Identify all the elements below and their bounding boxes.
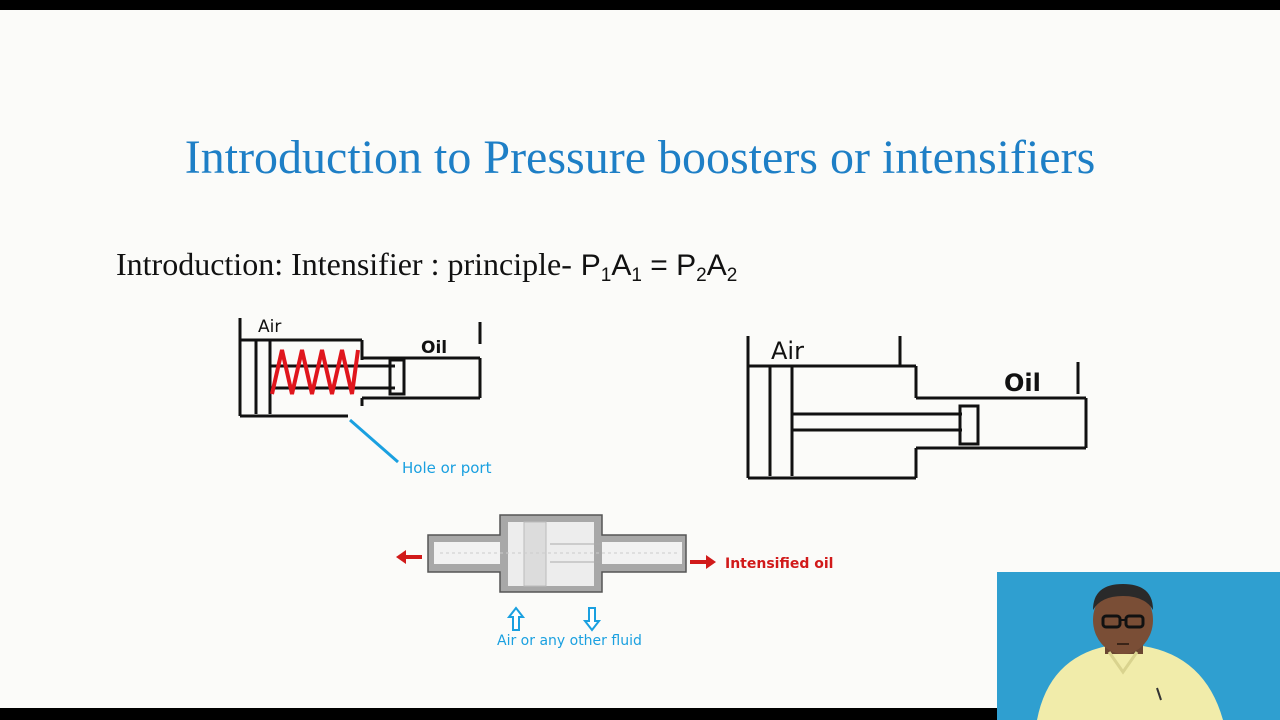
air-label-2: Air [771, 337, 804, 365]
presenter-webcam [997, 572, 1280, 720]
double-cylinder-diagram [746, 336, 1088, 480]
principle-line: Introduction: Intensifier : principle- P… [116, 246, 737, 287]
slide: Introduction to Pressure boosters or int… [0, 10, 1280, 708]
arrow-left-red-icon [396, 550, 422, 564]
spring [270, 349, 360, 395]
input-fluid-label: Air or any other fluid [497, 633, 642, 649]
arrow-down-blue-icon [582, 607, 602, 632]
air-label-1: Air [258, 317, 282, 337]
port-label: Hole or port [402, 459, 492, 477]
intensified-oil-label: Intensified oil [725, 556, 834, 572]
slide-title: Introduction to Pressure boosters or int… [184, 131, 1096, 184]
intensifier-diagram [396, 514, 716, 632]
arrow-right-red-icon [690, 555, 716, 569]
principle-prefix: Introduction: Intensifier : principle- [116, 246, 572, 282]
oil-label-2: Oil [1004, 369, 1041, 397]
spring-cylinder-diagram [238, 318, 482, 464]
presenter-image [997, 572, 1280, 720]
arrow-up-blue-icon [506, 606, 526, 631]
port-leader-line [349, 418, 399, 464]
oil-label-1: Oil [421, 338, 448, 358]
formula: P1A1 = P2A2 [580, 249, 738, 286]
